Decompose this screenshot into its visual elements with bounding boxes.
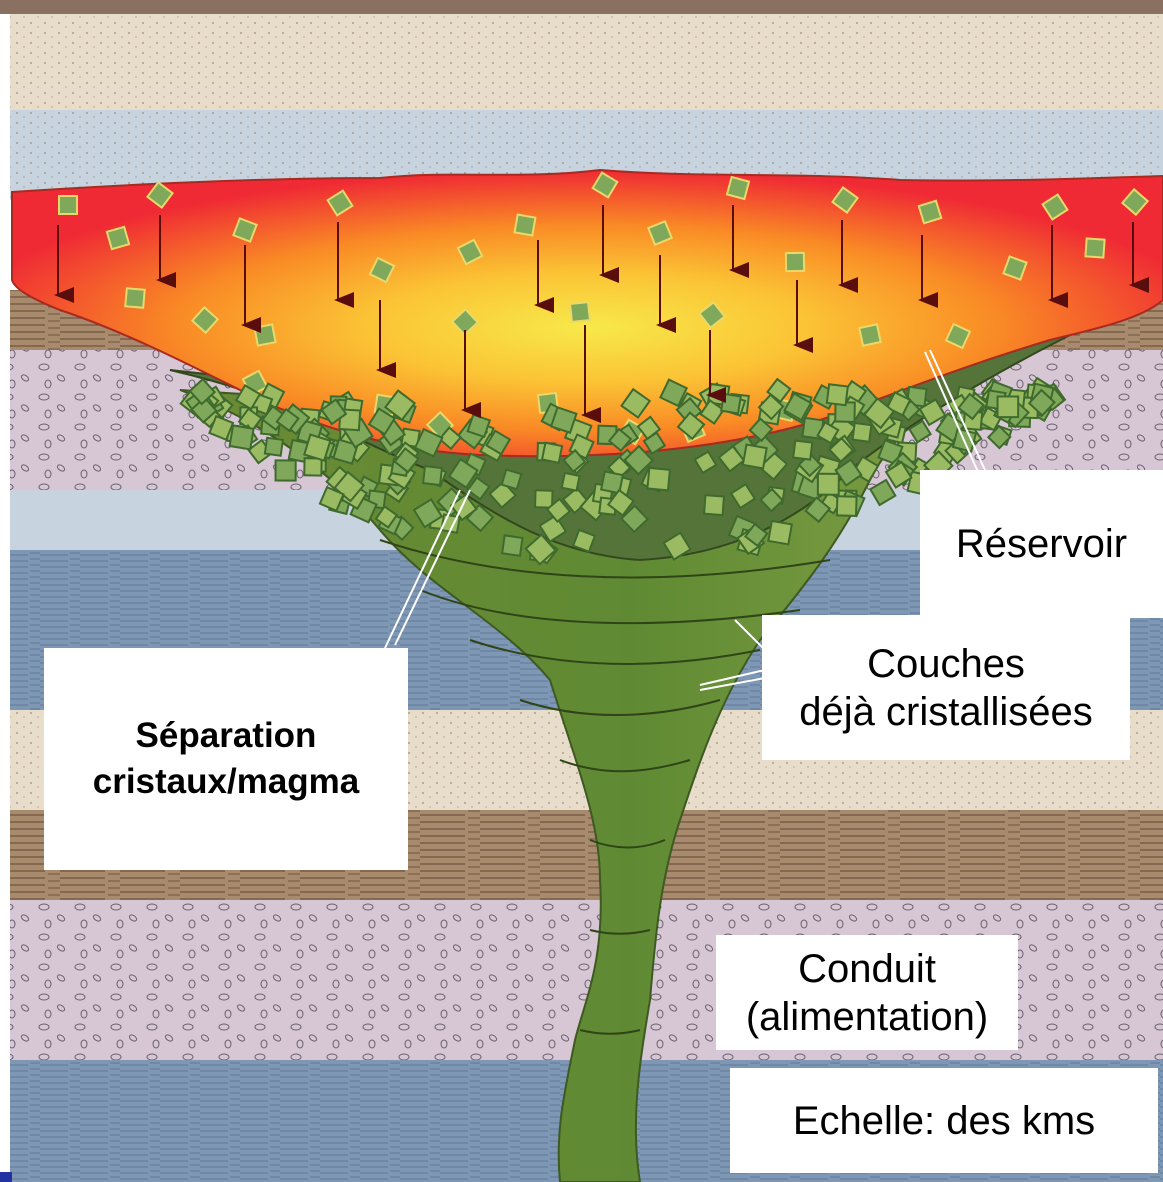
label-conduit-line2: (alimentation) bbox=[746, 993, 988, 1041]
label-couches-line1: Couches bbox=[867, 640, 1025, 688]
label-echelle-text: Echelle: des kms bbox=[793, 1097, 1095, 1145]
crystal-square bbox=[721, 394, 741, 414]
label-separation: Séparation cristaux/magma bbox=[44, 648, 408, 870]
crystal-square bbox=[818, 474, 839, 495]
label-reservoir: Réservoir bbox=[920, 470, 1163, 618]
crystal-square bbox=[502, 470, 522, 490]
label-conduit-line1: Conduit bbox=[798, 945, 936, 993]
label-separation-line2: cristaux/magma bbox=[93, 759, 360, 805]
label-echelle: Echelle: des kms bbox=[730, 1068, 1158, 1173]
crystal-square bbox=[859, 324, 880, 345]
crystal-square bbox=[276, 460, 296, 480]
crystal-square bbox=[125, 288, 145, 308]
crystal-square bbox=[827, 384, 848, 405]
crystal-square bbox=[727, 177, 749, 199]
crystal-square bbox=[562, 473, 580, 491]
crystal-square bbox=[254, 324, 275, 345]
crystal-square bbox=[515, 215, 536, 236]
crystal-square bbox=[743, 445, 767, 469]
crystal-square bbox=[542, 443, 562, 463]
crystal-square bbox=[919, 201, 941, 223]
crystal-square bbox=[837, 496, 857, 516]
crystal-square bbox=[786, 253, 804, 271]
crystal-square bbox=[107, 227, 129, 249]
crystal-square bbox=[704, 495, 724, 515]
crystal-square bbox=[59, 196, 77, 214]
crystal-square bbox=[423, 466, 442, 485]
crystal-square bbox=[535, 490, 552, 507]
label-reservoir-text: Réservoir bbox=[956, 520, 1127, 568]
crystal-square bbox=[304, 435, 330, 461]
corner-mark bbox=[0, 1172, 12, 1182]
crystal-square bbox=[998, 396, 1019, 417]
label-couches: Couches déjà cristallisées bbox=[762, 615, 1130, 760]
crystal-square bbox=[304, 458, 321, 475]
crystal-square bbox=[502, 535, 522, 555]
crystal-square bbox=[647, 468, 669, 490]
crystal-square bbox=[768, 521, 791, 544]
crystal-square bbox=[793, 441, 812, 460]
crystal-square bbox=[853, 423, 872, 442]
label-couches-line2: déjà cristallisées bbox=[799, 688, 1092, 736]
crystal-square bbox=[265, 438, 283, 456]
crystal-square bbox=[570, 302, 590, 322]
crystal-square bbox=[230, 425, 254, 449]
label-separation-line1: Séparation bbox=[136, 713, 317, 759]
crystal-square bbox=[1085, 238, 1104, 257]
label-conduit: Conduit (alimentation) bbox=[716, 935, 1018, 1050]
